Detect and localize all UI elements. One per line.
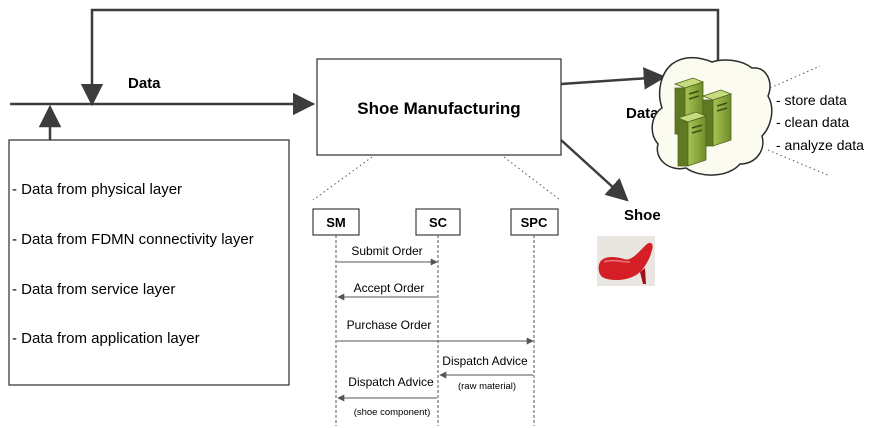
data-right-label: Data bbox=[626, 105, 659, 122]
actor-sm-label: SM bbox=[326, 215, 346, 230]
actor-sc: SC bbox=[415, 208, 461, 236]
data-left-label: Data bbox=[128, 75, 161, 92]
actor-sm: SM bbox=[312, 208, 360, 236]
cloud-action: - analyze data bbox=[776, 137, 864, 153]
actor-spc-label: SPC bbox=[521, 215, 548, 230]
zoom-dotted-line bbox=[312, 156, 373, 201]
server-cluster-icon bbox=[673, 77, 733, 167]
cloud-storage bbox=[651, 57, 773, 176]
red-high-heel-shoe-icon bbox=[597, 236, 655, 286]
data-source-item: - Data from service layer bbox=[12, 281, 175, 298]
message-label: Accept Order bbox=[354, 281, 425, 295]
message-note: (raw material) bbox=[458, 381, 516, 392]
cloud-action: - clean data bbox=[776, 114, 849, 130]
message-note: (shoe component) bbox=[354, 407, 431, 418]
zoom-dotted-line bbox=[503, 156, 561, 201]
actor-sc-label: SC bbox=[429, 215, 448, 230]
data-sources-box bbox=[8, 139, 290, 386]
message-label: Submit Order bbox=[351, 244, 422, 258]
message-label: Purchase Order bbox=[347, 318, 432, 332]
shoe-output-arrow bbox=[560, 139, 629, 202]
feedback-loop-line bbox=[80, 8, 720, 107]
cloud-dotted-connector bbox=[769, 65, 821, 89]
data-source-item: - Data from application layer bbox=[12, 330, 200, 347]
data-source-item: - Data from FDMN connectivity layer bbox=[12, 231, 254, 248]
data-to-cloud-arrow bbox=[560, 67, 667, 90]
message-label: Dispatch Advice bbox=[442, 354, 528, 368]
cloud-action: - store data bbox=[776, 92, 847, 108]
shoe-manufacturing-box bbox=[316, 58, 562, 156]
shoe-label: Shoe bbox=[624, 207, 661, 224]
actor-spc: SPC bbox=[510, 208, 559, 236]
shoe-manufacturing-title: Shoe Manufacturing bbox=[357, 99, 520, 118]
cloud-dotted-connector bbox=[767, 149, 831, 177]
data-source-item: - Data from physical layer bbox=[12, 181, 182, 198]
message-label: Dispatch Advice bbox=[348, 375, 434, 389]
